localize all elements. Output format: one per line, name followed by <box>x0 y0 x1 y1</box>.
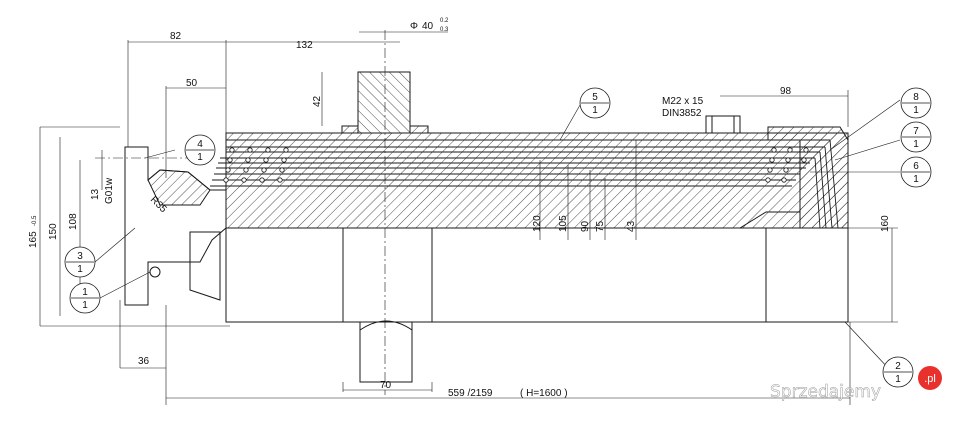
balloon-1-bottom: 1 <box>82 300 88 311</box>
watermark-badge <box>918 366 942 390</box>
dim-40-tol-upper: 0.2 <box>440 18 449 24</box>
diam-symbol-40: Φ <box>410 21 418 32</box>
watermark-text: Sprzedajemy <box>770 382 881 402</box>
pin-weld-left <box>341 125 359 134</box>
balloon-8-top: 8 <box>913 92 919 103</box>
dim-75: 75 <box>595 220 606 232</box>
dim-43: 43 <box>626 220 637 232</box>
trunnion-pin-top <box>357 71 411 134</box>
centerlines <box>95 30 386 395</box>
seal-rings <box>223 147 809 183</box>
pin-weld-right <box>409 125 429 134</box>
dim-40-tol-lower: 0.3 <box>440 27 449 33</box>
balloon-4-bottom: 1 <box>197 152 203 163</box>
balloon-8-bottom: 1 <box>913 105 919 116</box>
pin-chamfer <box>359 320 413 331</box>
thread-spec: M22 x 15 <box>662 96 704 107</box>
base-rib <box>189 231 221 301</box>
balloon-2-bottom: 1 <box>895 374 901 385</box>
mount-hole <box>149 266 161 278</box>
dim-150: 150 <box>48 223 59 240</box>
balloon-7-top: 7 <box>913 126 919 137</box>
port-boss <box>705 115 741 134</box>
dimension-labels: 82 132 50 42 Φ 40 0.2 0.3 M22 x 15 DIN38… <box>28 18 891 399</box>
watermark-suffix: .pl <box>924 373 936 385</box>
height-note: ( H=1600 ) <box>520 388 568 399</box>
balloon-3-top: 3 <box>77 251 83 262</box>
head-step <box>739 211 801 229</box>
dim-98: 98 <box>780 86 792 97</box>
dim-40: 40 <box>422 21 434 32</box>
balloon-4-top: 4 <box>197 139 203 150</box>
dim-42: 42 <box>312 95 323 107</box>
balloon-3-bottom: 1 <box>77 264 83 275</box>
dim-108: 108 <box>68 213 79 230</box>
balloon-1-top: 1 <box>82 287 88 298</box>
stroke-length: 559 /2159 <box>448 388 493 399</box>
dim-165: 165 <box>28 231 39 248</box>
head-lower <box>765 227 849 323</box>
dim-50: 50 <box>186 78 198 89</box>
balloon-2-top: 2 <box>895 361 901 372</box>
trunnion-ring <box>342 227 433 323</box>
balloon-5-top: 5 <box>592 92 598 103</box>
dim-82: 82 <box>170 31 182 42</box>
balloon-leaders <box>94 99 901 371</box>
dim-120: 120 <box>532 215 543 232</box>
base-mount-hatch <box>147 169 211 206</box>
dim-70: 70 <box>380 380 392 391</box>
watermark: Sprzedajemy .pl <box>770 366 942 402</box>
dim-90: 90 <box>580 220 591 232</box>
thread-standard: DIN3852 <box>662 108 702 119</box>
dim-132: 132 <box>296 40 313 51</box>
telescopic-stages <box>210 139 839 229</box>
balloon-6-bottom: 1 <box>913 174 919 185</box>
dim-13-fit: G01w <box>104 177 115 204</box>
dim-165-tol: -0.5 <box>32 215 38 226</box>
barrel-lower <box>225 227 767 323</box>
balloon-labels: 4 1 3 1 1 1 5 1 8 1 7 1 6 1 2 1 <box>77 92 919 385</box>
dim-13: 13 <box>90 188 101 200</box>
balloon-5-bottom: 1 <box>592 105 598 116</box>
dim-160: 160 <box>880 215 891 232</box>
balloon-6-top: 6 <box>913 161 919 172</box>
trunnion-pin-bottom <box>359 321 413 383</box>
dim-105: 105 <box>558 215 569 232</box>
balloon-7-bottom: 1 <box>913 139 919 150</box>
dim-36: 36 <box>138 356 150 367</box>
